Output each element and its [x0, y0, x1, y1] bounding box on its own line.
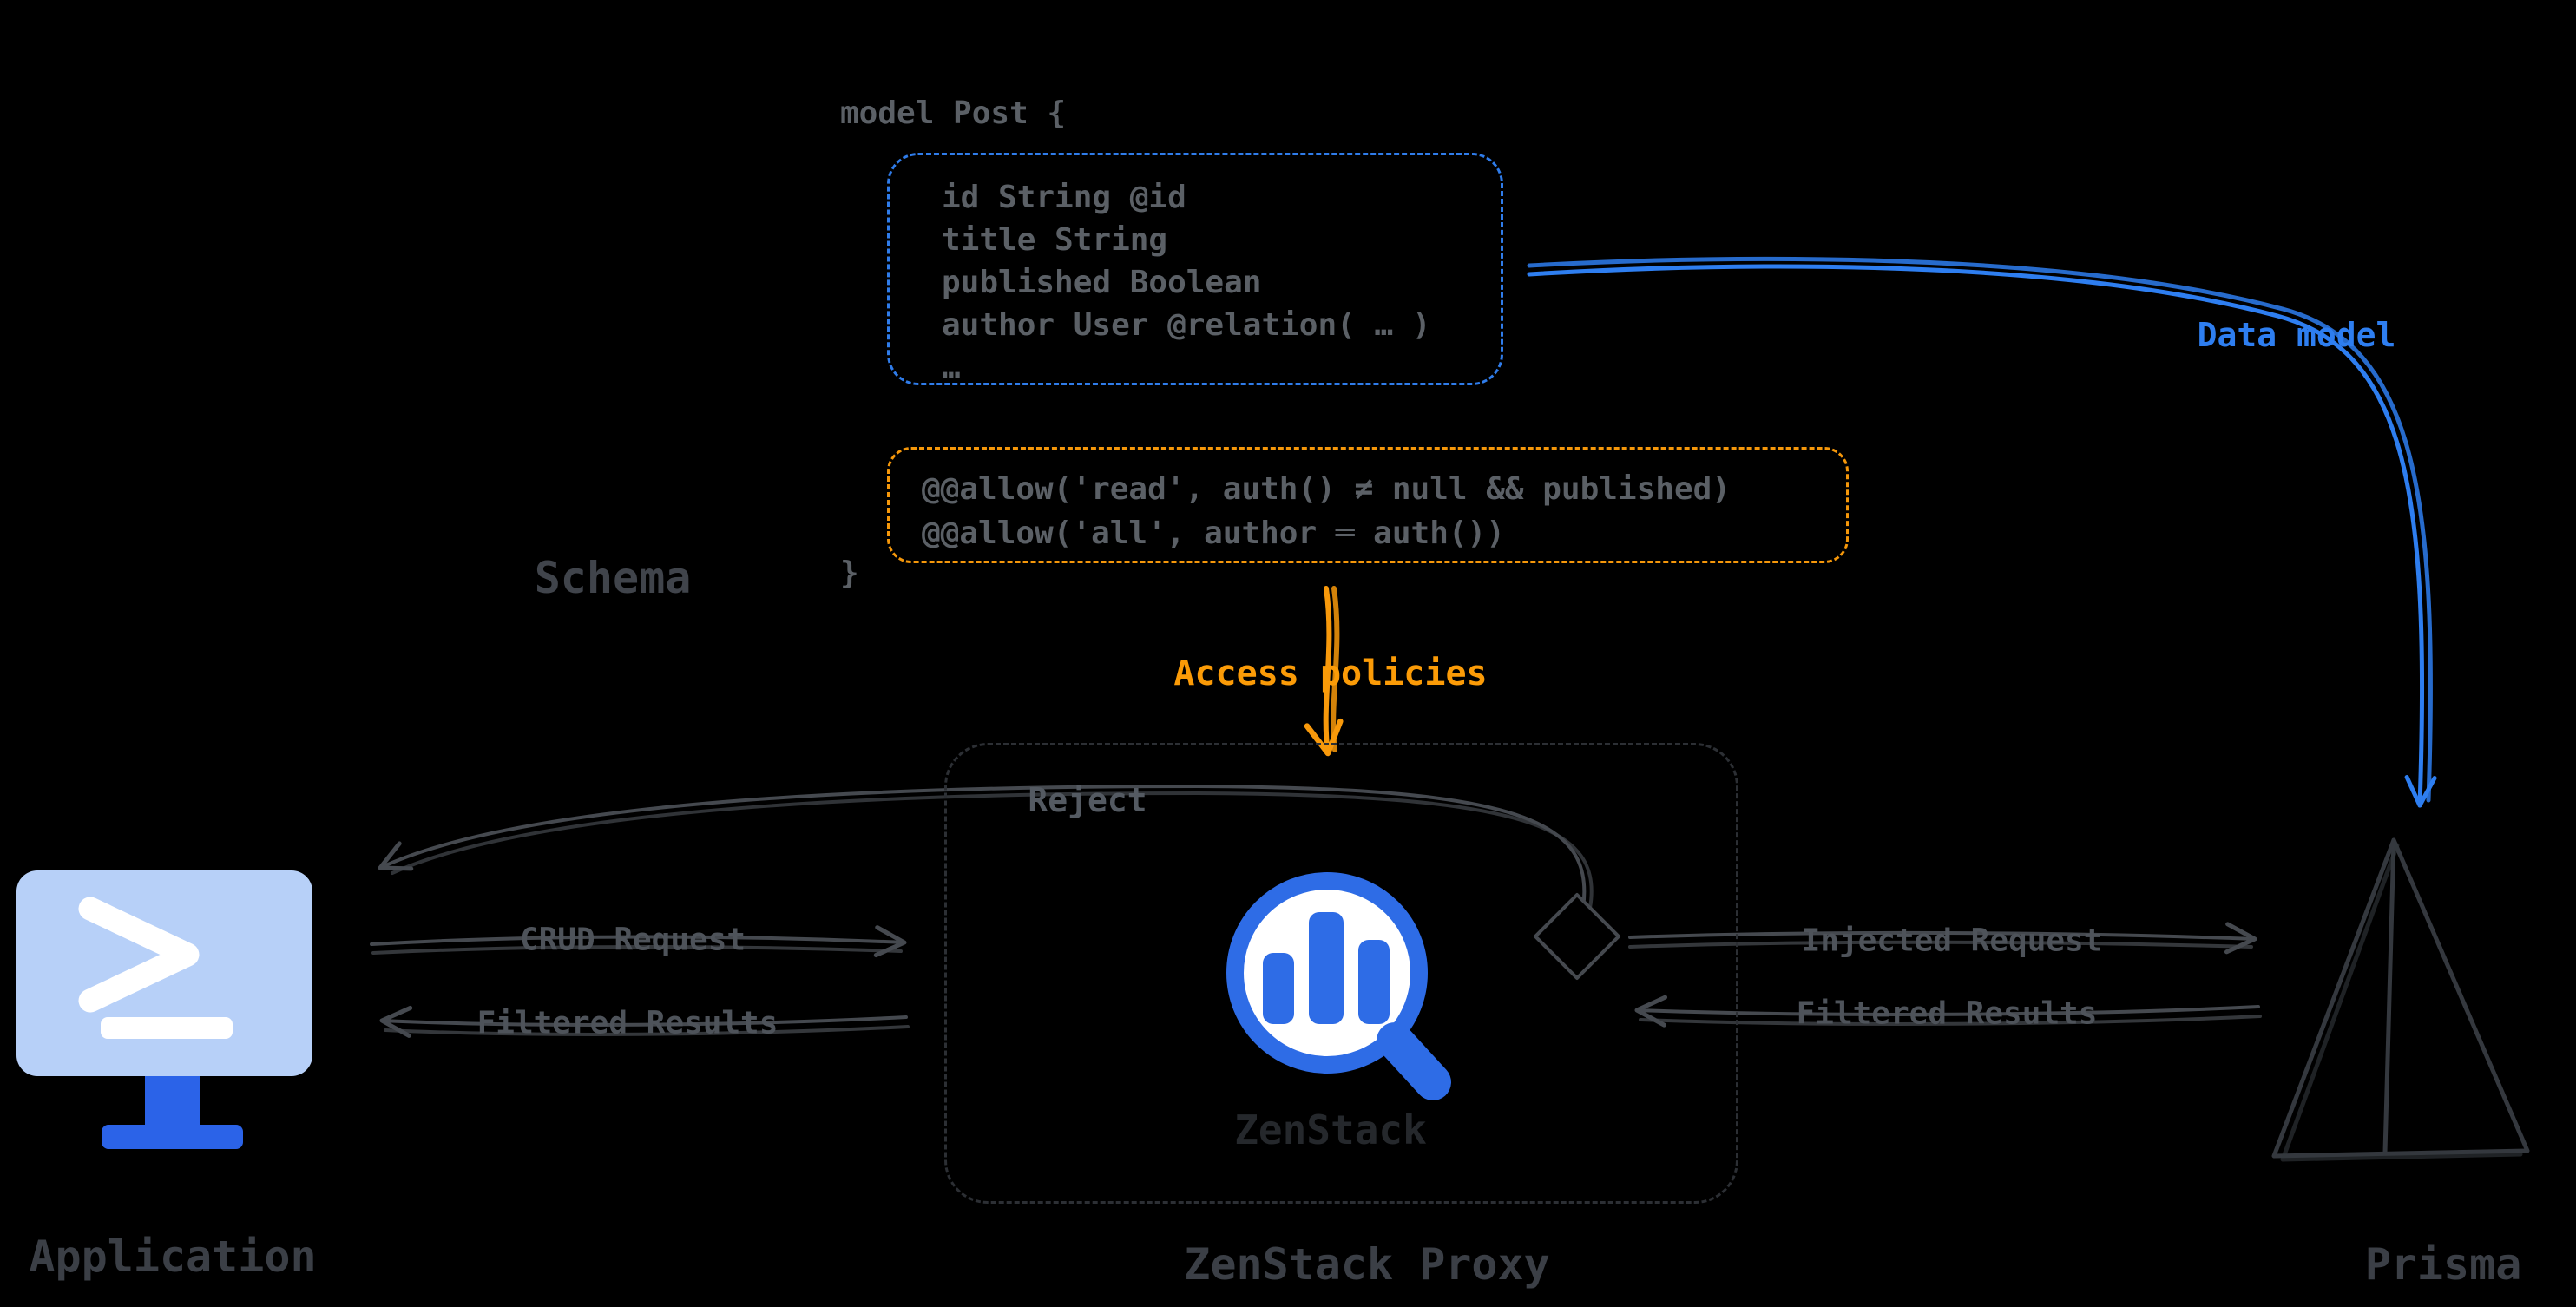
schema-field-line: author User @relation( … ) — [942, 307, 1431, 343]
crud-request-arrow — [370, 925, 907, 958]
prisma-triangle-icon — [2271, 837, 2530, 1162]
schema-field-line: title String — [942, 222, 1168, 258]
schema-model-open: model Post { — [840, 95, 1067, 131]
logo-bar-middle — [1309, 912, 1344, 1024]
data-model-arrow — [1527, 256, 2437, 808]
diamond-connector — [1534, 893, 1620, 980]
access-policy-box — [887, 447, 1849, 563]
application-monitor-icon — [16, 868, 329, 1154]
zenstack-proxy-node-label: ZenStack Proxy — [1184, 1239, 1550, 1290]
access-policies-label: Access policies — [1173, 654, 1488, 693]
logo-bar-right — [1358, 940, 1390, 1024]
data-model-box — [887, 153, 1503, 385]
policy-rule-line: @@allow('read', auth() ≠ null && publish… — [922, 471, 1731, 507]
zenstack-wordmark: ZenStack — [1234, 1107, 1427, 1153]
policy-rule-line: @@allow('all', author ═ auth()) — [922, 516, 1505, 551]
monitor-stand — [145, 1076, 200, 1126]
schema-model-close: } — [840, 555, 859, 591]
schema-field-line: … — [942, 350, 961, 385]
schema-field-line: id String @id — [942, 180, 1186, 215]
schema-section-label: Schema — [534, 553, 692, 603]
logo-bar-left — [1263, 953, 1294, 1024]
monitor-base — [102, 1125, 243, 1149]
crud-request-label: CRUD Request — [519, 922, 746, 958]
schema-field-line: published Boolean — [942, 265, 1262, 300]
access-policies-arrow — [1304, 586, 1344, 757]
data-model-fields: id String @id title String published Boo… — [942, 176, 1431, 389]
filtered-results-right-label: Filtered Results — [1796, 995, 2098, 1032]
injected-request-label: Injected Request — [1801, 923, 2103, 959]
terminal-prompt-icon — [78, 897, 233, 1039]
filtered-results-left-arrow — [379, 1005, 910, 1038]
injected-request-arrow — [1628, 922, 2257, 955]
access-policy-rules: @@allow('read', auth() ≠ null && publish… — [922, 467, 1731, 555]
data-model-label: Data model — [2197, 316, 2396, 354]
reject-label: Reject — [1028, 781, 1147, 819]
filtered-results-left-label: Filtered Results — [476, 1005, 779, 1041]
application-node-label: Application — [29, 1231, 317, 1282]
reject-arrow — [378, 784, 1594, 910]
prisma-node-label: Prisma — [2364, 1239, 2522, 1290]
filtered-results-right-arrow — [1634, 995, 2262, 1028]
zenstack-magnifier-icon — [1197, 846, 1475, 1133]
